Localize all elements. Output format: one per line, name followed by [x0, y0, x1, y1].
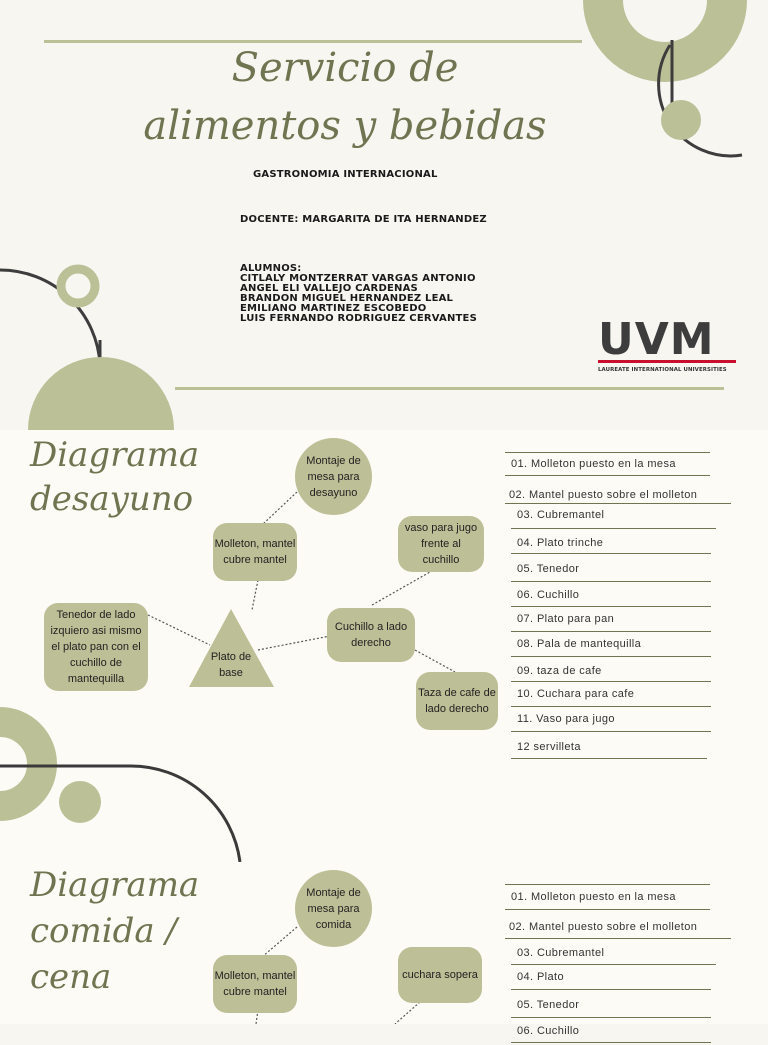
arc-decoration — [0, 764, 242, 862]
uvm-logo-subtitle: LAUREATE INTERNATIONAL UNIVERSITIES — [598, 367, 727, 373]
list-item: 09. taza de cafe — [511, 657, 711, 682]
dinner-title-line1: Diagrama — [30, 865, 200, 905]
cover-section: Servicio de alimentos y bebidas GASTRONO… — [0, 0, 768, 430]
node-montaje-comida: Montaje de mesa para comida — [295, 870, 372, 947]
breakfast-connectors — [0, 491, 456, 862]
list-item: 02. Mantel puesto sobre el molleton — [505, 910, 731, 939]
list-item: 05. Tenedor — [511, 554, 711, 582]
list-item: 10. Cuchara para cafe — [511, 682, 711, 707]
student-name: EMILIANO MARTINEZ ESCOBEDO — [240, 303, 427, 314]
list-item: 11. Vaso para jugo — [511, 707, 711, 732]
dot-decoration — [59, 781, 101, 823]
dot-decoration — [661, 100, 701, 140]
node-molleton: Molleton, mantel cubre mantel — [213, 523, 297, 581]
uvm-logo-text: UVM — [598, 314, 715, 365]
small-ring-decoration — [56, 264, 100, 308]
breakfast-title-line2: desayuno — [30, 479, 194, 519]
uvm-logo: UVM LAUREATE INTERNATIONAL UNIVERSITIES — [598, 314, 740, 373]
list-item: 08. Pala de mantequilla — [511, 632, 711, 657]
cover-decorations — [0, 0, 747, 430]
student-name: BRANDON MIGUEL HERNANDEZ LEAL — [240, 293, 454, 304]
page-title-line2: alimentos y bebidas — [143, 103, 547, 149]
list-item: 07. Plato para pan — [511, 607, 711, 632]
half-circle-decoration — [28, 357, 174, 430]
breakfast-section: Diagrama desayuno Montaje de mesa para d… — [0, 430, 768, 862]
arc-decoration-left — [0, 268, 102, 366]
course-name: GASTRONOMIA INTERNACIONAL — [253, 169, 438, 180]
students-block: ALUMNOS: CITLALY MONTZERRAT VARGAS ANTON… — [240, 264, 477, 324]
node-tenedor: Tenedor de lado izquiero asi mismo el pl… — [44, 603, 148, 691]
teacher-name: DOCENTE: MARGARITA DE ITA HERNANDEZ — [240, 214, 487, 225]
triangle-node-shape — [189, 609, 274, 687]
ring-decoration — [0, 707, 57, 821]
list-item: 06. Cuchillo — [511, 582, 711, 607]
connector-line — [251, 579, 259, 611]
list-item: 06. Cuchillo — [511, 1018, 711, 1043]
connector-line — [261, 491, 298, 526]
node-cuchillo: Cuchillo a lado derecho — [327, 608, 415, 662]
node-vaso-jugo: vaso para jugo frente al cuchillo — [398, 516, 484, 572]
node-molleton: Molleton, mantel cubre mantel — [213, 955, 297, 1013]
bottom-divider — [175, 387, 724, 390]
connector-line — [257, 635, 331, 651]
node-taza-cafe: Taza de cafe de lado derecho — [416, 672, 498, 730]
uvm-logo-bar — [598, 360, 736, 363]
node-montaje-desayuno: Montaje de mesa para desayuno — [295, 438, 372, 515]
connector-line — [414, 649, 456, 673]
list-item: 05. Tenedor — [511, 990, 711, 1018]
list-item: 01. Molleton puesto en la mesa — [505, 452, 710, 476]
connector-line — [147, 614, 211, 646]
list-item: 04. Plato — [511, 965, 711, 990]
dinner-title-line3: cena — [30, 957, 112, 997]
connector-line — [261, 926, 298, 958]
dinner-items-list: 01. Molleton puesto en la mesa 02. Mante… — [505, 884, 731, 1043]
student-name: CITLALY MONTZERRAT VARGAS ANTONIO — [240, 273, 476, 284]
connector-line — [371, 571, 431, 606]
list-item: 03. Cubremantel — [511, 939, 716, 965]
node-plato-base: Plato de base — [210, 651, 252, 679]
list-item: 02. Mantel puesto sobre el molleton — [505, 476, 731, 504]
connector-line — [394, 1001, 421, 1024]
breakfast-items-list: 01. Molleton puesto en la mesa 02. Mante… — [505, 452, 731, 759]
dinner-connectors — [255, 926, 421, 1024]
list-item: 12 servilleta — [511, 732, 707, 759]
page-title-line1: Servicio de — [231, 45, 459, 91]
node-cuchara-sopera: cuchara sopera — [398, 947, 482, 1003]
students-label: ALUMNOS: — [240, 263, 302, 274]
dinner-title-line2: comida / — [30, 911, 177, 951]
list-item: 01. Molleton puesto en la mesa — [505, 884, 710, 910]
ring-decoration — [583, 0, 747, 82]
top-divider — [44, 40, 582, 43]
breakfast-title-line1: Diagrama — [30, 435, 200, 475]
student-name: LUIS FERNANDO RODRIGUEZ CERVANTES — [240, 313, 477, 324]
dinner-section: Diagrama comida / cena Montaje de mesa p… — [0, 862, 768, 1043]
list-item: 04. Plato trinche — [511, 529, 711, 554]
student-name: ANGEL ELI VALLEJO CARDENAS — [240, 283, 418, 294]
list-item: 03. Cubremantel — [511, 504, 716, 529]
